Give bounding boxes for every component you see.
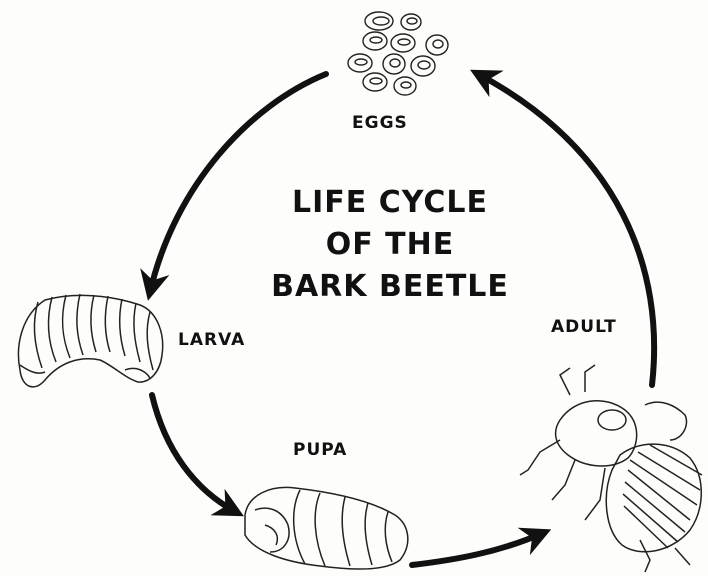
eggs-illustration [348, 12, 448, 95]
larva-illustration [18, 294, 162, 387]
adult-beetle-illustration [520, 365, 702, 572]
diagram-title: LIFE CYCLE OF THE BARK BEETLE [255, 182, 525, 308]
stage-label-adult: ADULT [551, 317, 617, 337]
stage-label-pupa: PUPA [293, 440, 347, 460]
arrow-pupa-to-adult [412, 533, 543, 565]
title-line-2: OF THE [255, 224, 525, 266]
arrow-larva-to-pupa [152, 395, 236, 512]
stage-label-eggs: EGGS [352, 113, 408, 133]
pupa-illustration [245, 487, 408, 569]
stage-label-larva: LARVA [178, 330, 245, 350]
title-line-1: LIFE CYCLE [255, 182, 525, 224]
title-line-3: BARK BEETLE [255, 266, 525, 308]
